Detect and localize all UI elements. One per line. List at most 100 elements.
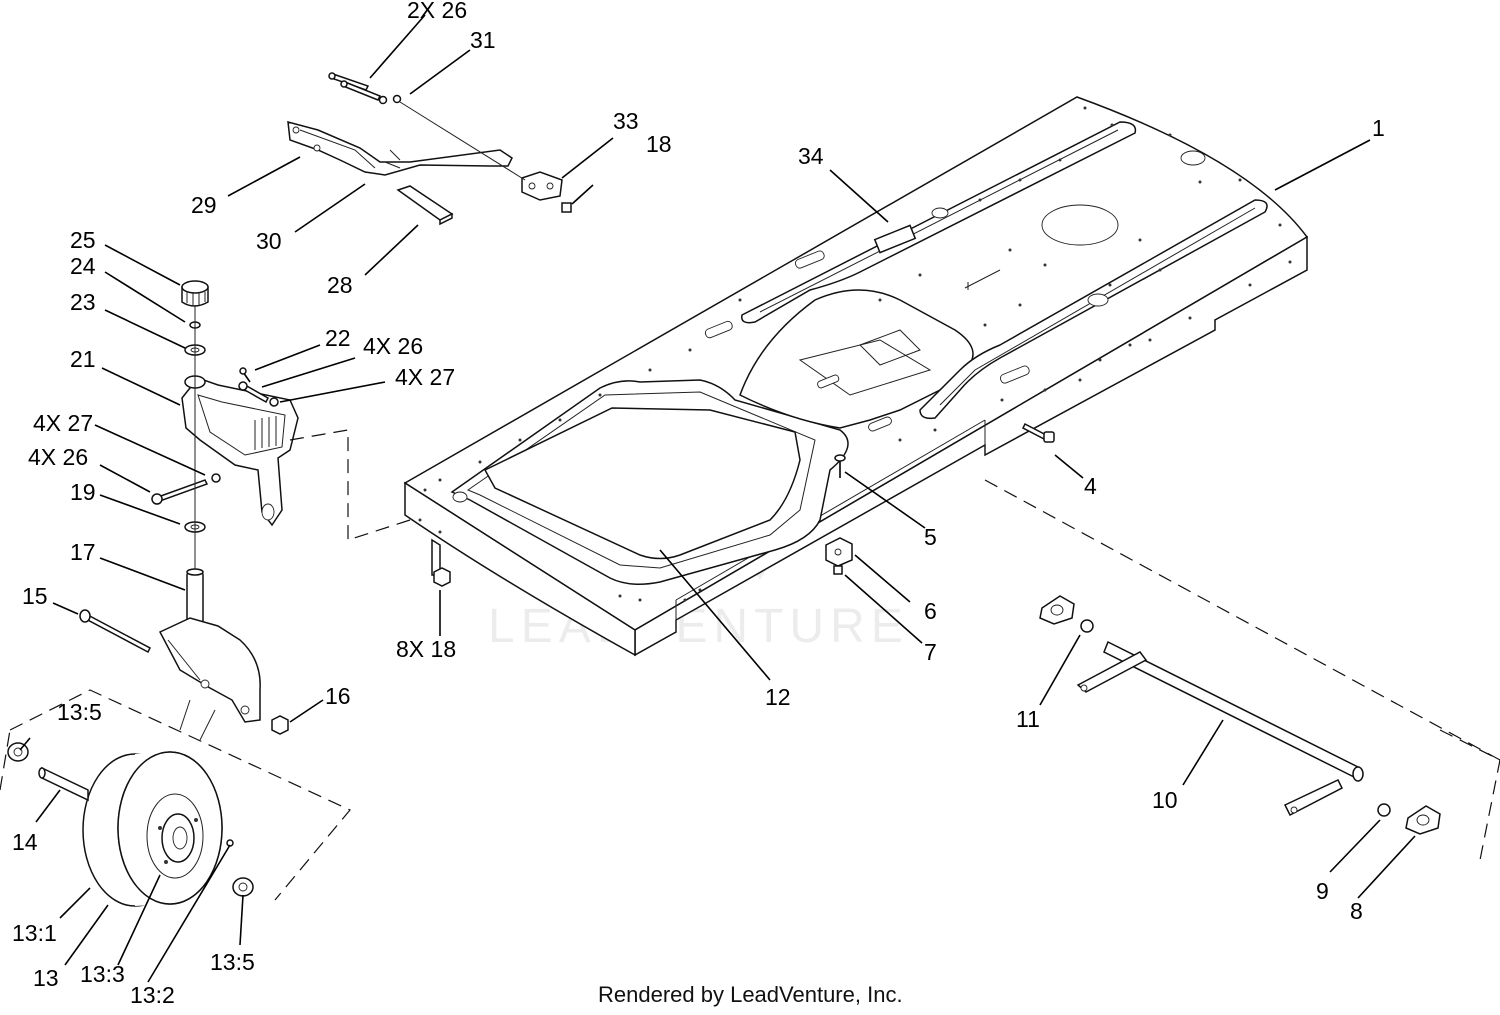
- tunnel-slot: [859, 329, 921, 366]
- frame-front-face: [404, 481, 636, 657]
- callout-2x26: 2X 26: [407, 0, 467, 23]
- rail-right-line: [939, 207, 1256, 406]
- frame-slot: [999, 365, 1030, 384]
- bolt-5: [834, 454, 846, 478]
- frame-slot: [868, 416, 892, 432]
- callout-8x18: 8X 18: [396, 636, 456, 662]
- bolt-4x26-upper: [238, 381, 269, 404]
- callouts: 1 4 5 6 7 8 8X 18 9 10 11 12 13 13:1 13:…: [12, 0, 1385, 1008]
- frame-slot: [817, 374, 840, 389]
- callout-8: 8: [1350, 898, 1363, 924]
- footer-credit: Rendered by LeadVenture, Inc.: [598, 982, 903, 1007]
- callout-15: 15: [22, 583, 48, 609]
- frame-seat-opening-inner: [466, 391, 816, 569]
- callout-13-1: 13:1: [12, 920, 57, 946]
- assembly-guide-frame: [289, 429, 411, 541]
- frame-rail-right: [919, 199, 1268, 420]
- rail-left-line: [759, 129, 1119, 313]
- leader-lines: [19, 14, 1416, 983]
- pad-28: [396, 185, 454, 226]
- frame-rail-left: [741, 121, 1137, 324]
- callout-4x26-upper: 4X 26: [363, 333, 423, 359]
- bracket-6: [825, 537, 853, 567]
- callout-4x26-lower: 4X 26: [28, 444, 88, 470]
- callout-5: 5: [924, 524, 937, 550]
- wheel-assembly-guide-left: [0, 729, 11, 791]
- callout-29: 29: [191, 192, 217, 218]
- frame-slot: [704, 320, 733, 339]
- caster-wheel: [82, 751, 223, 907]
- callout-31: 31: [470, 27, 496, 53]
- bolt-4x26-lower: [151, 479, 209, 505]
- callout-10: 10: [1152, 787, 1178, 813]
- decal: [873, 224, 917, 254]
- callout-34: 34: [798, 143, 824, 169]
- frame-assembly: [403, 96, 1309, 657]
- callout-1: 1: [1372, 115, 1385, 141]
- callout-22: 22: [325, 325, 351, 351]
- caster-bracket: [181, 375, 299, 527]
- callout-17: 17: [70, 539, 96, 565]
- callout-25: 25: [70, 227, 96, 253]
- nut-7: [833, 565, 843, 575]
- callout-23: 23: [70, 289, 96, 315]
- axle-bar: [1076, 640, 1364, 817]
- washer-4x27-upper: [269, 397, 279, 407]
- callout-13-5-left: 13:5: [57, 699, 102, 725]
- frame-hole: [931, 207, 949, 219]
- frame-hole: [1180, 150, 1206, 166]
- assembly-guide-axle-end: [1439, 729, 1500, 861]
- callout-30: 30: [256, 228, 282, 254]
- callout-33: 33: [613, 108, 639, 134]
- wheel-assembly-guide: [9, 689, 351, 901]
- callout-14: 14: [12, 829, 38, 855]
- callout-16: 16: [325, 683, 351, 709]
- bolt-4: [1021, 422, 1055, 443]
- frame-marking: [964, 269, 1001, 290]
- fork-to-wheel-line: [179, 699, 191, 731]
- callout-13: 13: [33, 965, 59, 991]
- callout-4: 4: [1084, 473, 1097, 499]
- callout-11: 11: [1016, 706, 1040, 732]
- washers-31: [378, 94, 402, 105]
- flange-bearing-11: [1039, 595, 1094, 633]
- callout-19: 19: [70, 479, 96, 505]
- callout-13-3: 13:3: [80, 961, 125, 987]
- frame-hole: [452, 491, 468, 503]
- callout-9: 9: [1316, 878, 1329, 904]
- bolt-15: [79, 609, 151, 654]
- steering-arm: [287, 120, 513, 176]
- callout-18: 18: [646, 131, 672, 157]
- frame-hole: [1087, 293, 1109, 307]
- nut-18-steering: [561, 202, 572, 213]
- callout-7: 7: [924, 639, 937, 665]
- frame-skirt-edge: [675, 419, 986, 632]
- callout-21: 21: [70, 346, 96, 372]
- flange-bearing-8: [1405, 805, 1441, 835]
- callout-4x27-upper: 4X 27: [395, 364, 455, 390]
- frame-slot: [794, 250, 825, 269]
- steering-hardware-axis: [399, 101, 526, 181]
- callout-12: 12: [765, 684, 791, 710]
- nut-8x18: [433, 567, 451, 587]
- fork-to-wheel-line: [199, 709, 216, 741]
- washer-4x27-lower: [211, 473, 221, 483]
- bushing-9: [1377, 803, 1391, 817]
- assembly-guide-axle: [984, 479, 1500, 761]
- bearing-13-5-right: [232, 877, 254, 897]
- frame-pulley-hole: [1041, 204, 1119, 246]
- callout-24: 24: [70, 253, 96, 279]
- callout-13-2: 13:2: [130, 982, 175, 1008]
- bearing-13-5-left: [7, 742, 29, 762]
- knob: [181, 280, 209, 307]
- frame-center-tunnel: [739, 289, 974, 429]
- caster-fork: [158, 568, 261, 723]
- callout-4x27-lower: 4X 27: [33, 410, 93, 436]
- seat-pan: [483, 407, 801, 560]
- frame-small-holes: [418, 106, 1292, 602]
- bolt-22: [239, 367, 251, 383]
- bolts-2x26: [328, 72, 382, 101]
- steering-link-33: [521, 171, 563, 201]
- wheel-spacer: [38, 766, 89, 802]
